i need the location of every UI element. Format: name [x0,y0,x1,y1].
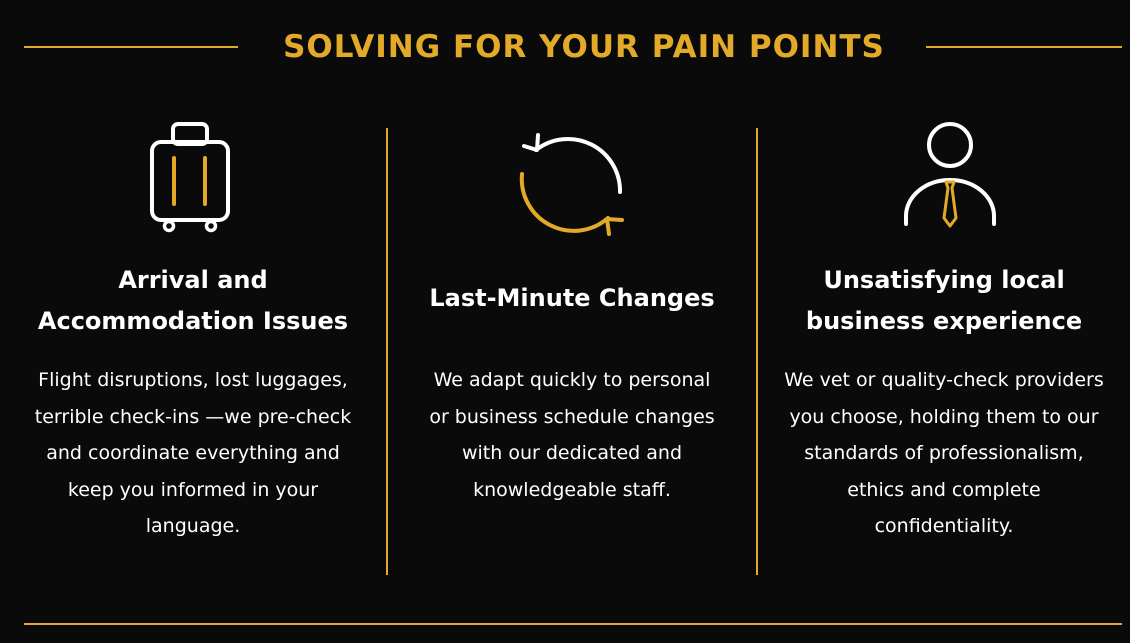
description-line: We adapt quickly to personal [433,369,711,391]
description-line: terrible check-ins —we pre-check [34,405,352,428]
pain-point-heading: Arrival and Accommodation Issues [0,260,386,342]
pain-point-description: Flight disruptions, lost luggages, terri… [0,362,386,545]
suitcase-icon [148,118,234,236]
description-line: language. [145,515,241,537]
bottom-rule [24,623,1122,625]
business-person-icon [900,118,1000,236]
pain-point-heading: Unsatisfying local business experience [758,260,1130,342]
description-line: you choose, holding them to our [789,405,1099,428]
pain-point-business: Unsatisfying local business experience W… [758,0,1130,643]
description-line: or business schedule changes [429,405,715,428]
heading-line: Last-Minute Changes [429,284,715,312]
title-row: SOLVING FOR YOUR PAIN POINTS [0,22,1130,72]
title-rule-right [926,46,1122,48]
pain-point-description: We adapt quickly to personal or business… [388,362,756,508]
description-line: We vet or quality-check providers [784,369,1104,391]
column-divider-2 [756,128,758,575]
pain-point-arrival: Arrival and Accommodation Issues Flight … [0,0,386,643]
description-line: keep you informed in your [67,478,319,501]
pain-point-description: We vet or quality-check providers you ch… [758,362,1130,545]
description-line: knowledgeable staff. [473,478,671,501]
description-line: confidentiality. [874,515,1014,537]
heading-line: Accommodation Issues [37,307,349,335]
column-divider-1 [386,128,388,575]
description-line: ethics and complete [847,478,1041,501]
description-line: with our dedicated and [461,442,683,464]
heading-line: business experience [805,307,1083,335]
description-line: Flight disruptions, lost luggages, [38,369,348,391]
heading-line: Unsatisfying local [823,266,1065,294]
pain-point-heading: Last-Minute Changes [388,278,756,319]
title-rule-left [24,46,238,48]
description-line: standards of professionalism, [804,442,1084,464]
slide-title: SOLVING FOR YOUR PAIN POINTS [283,29,885,65]
heading-line: Arrival and [118,266,268,294]
refresh-cycle-icon [510,118,634,236]
pain-point-changes: Last-Minute Changes We adapt quickly to … [388,0,756,643]
description-line: and coordinate everything and [46,442,340,464]
